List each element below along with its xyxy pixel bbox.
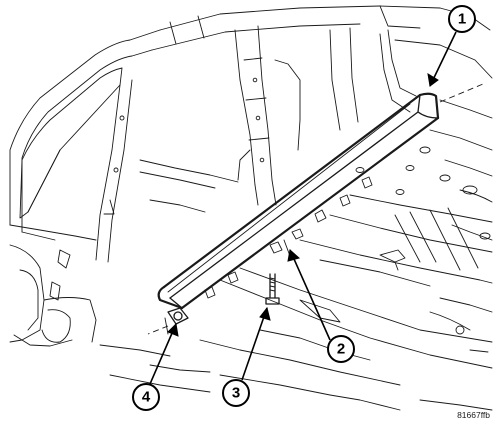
center-line — [147, 83, 484, 335]
end-cap-fastener — [164, 307, 189, 335]
callout-4: 4 — [132, 383, 160, 411]
callout-2-label: 2 — [337, 341, 345, 358]
side-rail-molding — [157, 92, 440, 310]
callout-4-label: 4 — [142, 389, 151, 406]
callout-1: 1 — [448, 5, 476, 33]
figure-code: 81667ffb — [457, 410, 490, 420]
roof-structure — [151, 5, 493, 79]
callout-3: 3 — [222, 379, 250, 407]
callout-1-label: 1 — [458, 11, 466, 28]
callout-3-label: 3 — [232, 385, 240, 402]
right-quarter-panel — [329, 27, 493, 241]
fastener-bolt — [265, 273, 280, 305]
floor-pan — [99, 146, 493, 411]
left-door-opening — [9, 29, 161, 347]
mounting-clips — [204, 176, 373, 299]
center-pillar — [139, 25, 301, 213]
callout-2: 2 — [327, 335, 355, 363]
leader-lines — [149, 31, 457, 385]
